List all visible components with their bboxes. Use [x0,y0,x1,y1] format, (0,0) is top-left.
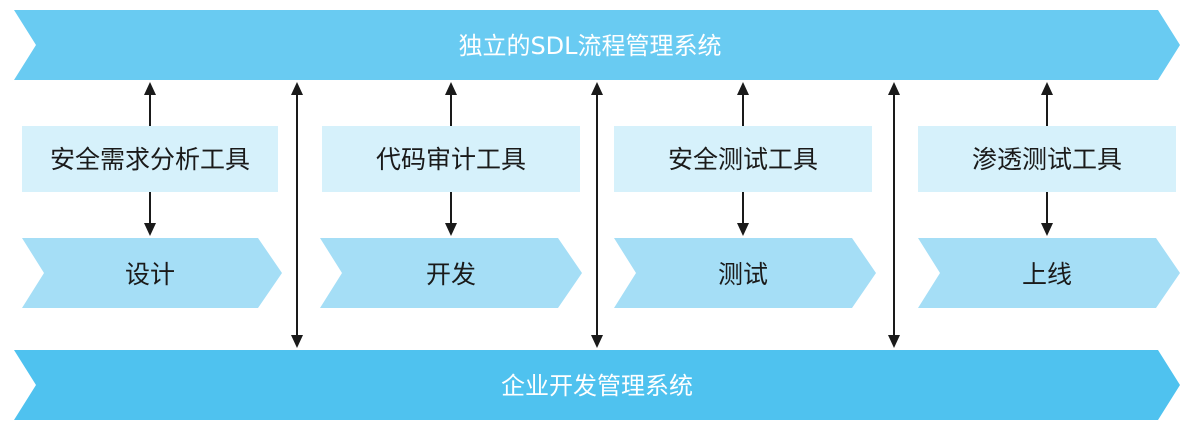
arrow-head-up [1041,82,1053,95]
arrow-top-to-tool-1 [144,82,156,126]
tool-box-shape [918,126,1176,192]
arrow-head-down [144,223,156,236]
arrow-tool-1-to-phase [144,192,156,236]
long-arrow-2 [591,82,603,348]
tool-box-shape [614,126,872,192]
arrow-head-up [591,82,603,95]
top-banner: 独立的SDL流程管理系统 [14,10,1180,80]
tool-label: 安全测试工具 [668,145,818,174]
tool-box-code-audit: 代码审计工具 [322,126,580,192]
arrow-head-up [888,82,900,95]
phase-launch: 上线 [918,238,1180,308]
arrow-head-down [445,223,457,236]
arrow-head-down [591,335,603,348]
tool-box-shape [322,126,580,192]
arrow-tool-2-to-phase [445,192,457,236]
phase-chevron-shape [22,238,282,308]
phase-label: 上线 [1022,260,1072,289]
bottom-banner-label: 企业开发管理系统 [501,372,693,400]
arrow-head-up [445,82,457,95]
arrow-tool-3-to-phase [737,192,749,236]
tool-box-requirements: 安全需求分析工具 [22,126,278,192]
top-banner-shape [14,10,1180,80]
arrow-head-up [144,82,156,95]
arrow-top-to-tool-2 [445,82,457,126]
phase-label: 测试 [718,260,768,289]
arrow-top-to-tool-3 [737,82,749,126]
arrow-head-down [737,223,749,236]
arrow-head-down [1041,223,1053,236]
arrow-head-up [291,82,303,95]
tool-box-shape [22,126,278,192]
bottom-banner-shape [14,350,1180,420]
tool-box-penetration-testing: 渗透测试工具 [918,126,1176,192]
arrow-tool-4-to-phase [1041,192,1053,236]
arrow-head-up [737,82,749,95]
phase-label: 开发 [426,260,476,289]
arrow-head-down [888,335,900,348]
tool-label: 安全需求分析工具 [50,145,250,174]
bottom-banner: 企业开发管理系统 [14,350,1180,420]
tool-label: 代码审计工具 [376,145,526,174]
arrow-top-to-tool-4 [1041,82,1053,126]
long-arrow-3 [888,82,900,348]
phase-development: 开发 [320,238,582,308]
arrow-head-down [291,335,303,348]
phase-testing: 测试 [614,238,876,308]
tool-box-security-testing: 安全测试工具 [614,126,872,192]
top-banner-label: 独立的SDL流程管理系统 [458,32,721,60]
phase-chevron-shape [918,238,1180,308]
phase-design: 设计 [22,238,282,308]
tool-label: 渗透测试工具 [972,145,1122,174]
phase-chevron-shape [320,238,582,308]
phase-label: 设计 [125,260,175,289]
phase-chevron-shape [614,238,876,308]
long-arrow-1 [291,82,303,348]
